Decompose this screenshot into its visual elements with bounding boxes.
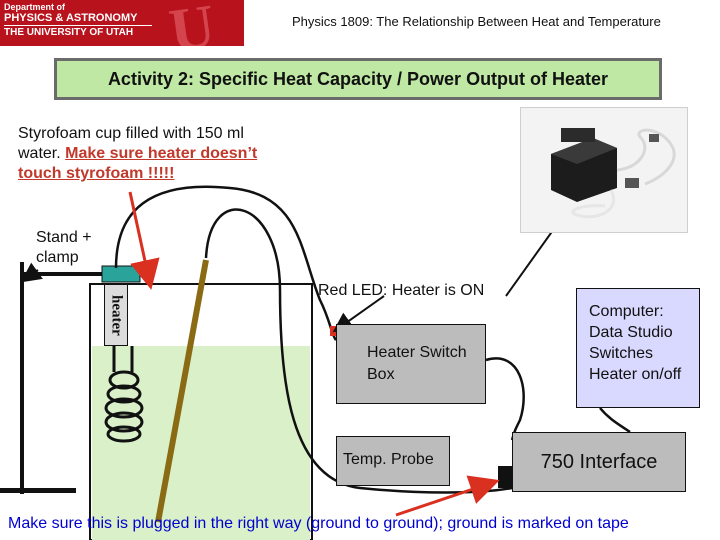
activity-title: Activity 2: Specific Heat Capacity / Pow… xyxy=(54,58,662,100)
temp-probe-box: Temp. Probe xyxy=(336,436,450,486)
logo-rule xyxy=(4,25,152,26)
temp-probe-label: Temp. Probe xyxy=(343,451,434,468)
stand-clamp-label: Stand + clamp xyxy=(36,229,92,266)
interface-750-label: 750 Interface xyxy=(540,450,658,473)
ground-note: Make sure this is plugged in the right w… xyxy=(8,515,629,532)
interface-750-box: 750 Interface xyxy=(512,432,686,492)
stand-arrow xyxy=(20,262,43,283)
computer-label: Computer: Data Studio Switches Heater on… xyxy=(589,303,682,383)
computer-box: Computer: Data Studio Switches Heater on… xyxy=(576,288,700,408)
cup-description: Styrofoam cup filled with 150 ml water. … xyxy=(18,124,268,184)
heater-switch-box: Heater Switch Box xyxy=(336,324,486,404)
clamp-arm xyxy=(24,272,102,276)
heater-switch-box-label: Heater Switch Box xyxy=(367,344,467,383)
clamp-head xyxy=(101,265,141,283)
logo-mark: U xyxy=(165,0,220,46)
warning-arrow xyxy=(128,191,160,290)
heater-coil xyxy=(104,346,144,443)
course-title: Physics 1809: The Relationship Between H… xyxy=(292,14,661,29)
probe-wire xyxy=(204,208,513,494)
university-logo: Department of PHYSICS & ASTRONOMY THE UN… xyxy=(0,0,244,46)
interface-plug xyxy=(498,466,512,488)
switch-box-photo-image xyxy=(521,108,687,232)
logo-line-3: THE UNIVERSITY OF UTAH xyxy=(4,27,134,38)
heater-label: heater xyxy=(104,284,128,346)
heater-warning: Make sure heater doesn’t touch styrofoam… xyxy=(18,145,258,182)
stand-pole xyxy=(20,262,24,494)
temp-probe-rod xyxy=(155,259,209,523)
logo-line-1: Department of xyxy=(4,2,66,12)
cup-water xyxy=(92,346,310,540)
heater-wire xyxy=(114,185,338,341)
logo-line-2: PHYSICS & ASTRONOMY xyxy=(4,12,138,24)
switch-box-photo xyxy=(520,107,688,233)
computer-to-interface-wire xyxy=(599,407,631,434)
switch-to-interface-wire xyxy=(485,357,525,441)
stand-base xyxy=(0,488,76,493)
cup-description-text: Styrofoam cup filled with 150 ml water. xyxy=(18,125,244,162)
ground-arrow xyxy=(395,475,500,517)
red-led-label: Red LED: Heater is ON xyxy=(318,282,485,299)
